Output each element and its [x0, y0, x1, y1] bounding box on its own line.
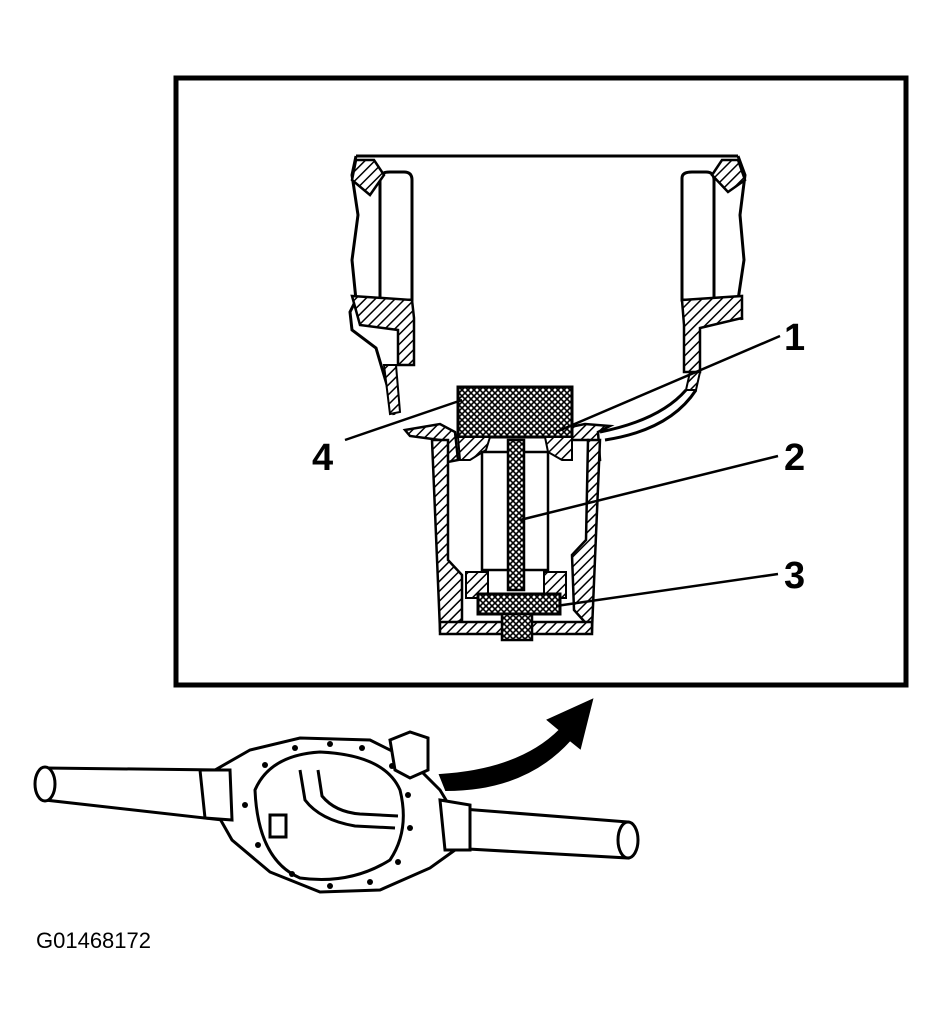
leader-lines: [344, 334, 781, 608]
housing-wall-left: [382, 364, 402, 416]
callout-2: 2: [784, 437, 805, 479]
callout-4: 4: [312, 437, 333, 479]
detail-arrow: [438, 698, 594, 792]
callout-3: 3: [784, 555, 805, 597]
rear-axle-assembly: [33, 730, 640, 894]
figure-id: G01468172: [36, 928, 151, 953]
housing-lip-right: [710, 158, 747, 194]
vent-assembly: [402, 385, 615, 642]
callout-1: 1: [784, 317, 805, 359]
housing-lip-left: [350, 158, 386, 197]
detail-frame: [173, 75, 909, 688]
housing-shoulder-right: [680, 294, 744, 374]
housing-inner-curve: [599, 389, 698, 442]
housing-shoulder-left: [350, 294, 416, 367]
